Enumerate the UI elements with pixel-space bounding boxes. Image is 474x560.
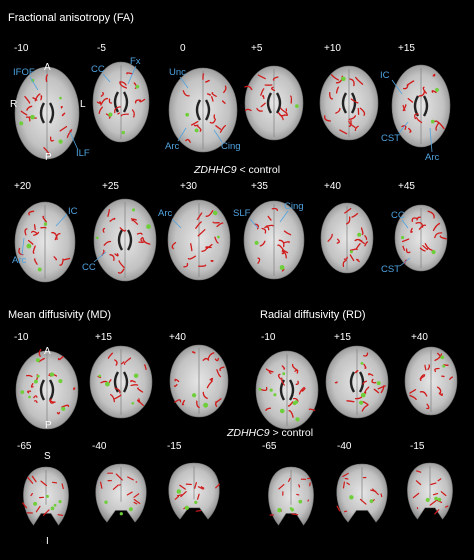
slice-label: -10: [14, 43, 29, 54]
coronal-brain-slice: [407, 462, 453, 520]
unc-label: Unc: [169, 67, 186, 78]
slice-label: +40: [169, 332, 186, 343]
slice-label: -5: [97, 43, 106, 54]
ic-label-20: IC: [68, 206, 78, 217]
slice-label: +30: [180, 181, 197, 192]
axial-brain-slice: [167, 199, 231, 281]
fa-section-title: Fractional anisotropy (FA): [8, 12, 134, 24]
contrast-greater-label: ZDHHC9 > control: [226, 427, 313, 439]
axial-brain-slice: [14, 66, 80, 160]
slice-label: +40: [324, 181, 341, 192]
slice-label: +35: [251, 181, 268, 192]
slice-label: -65: [17, 441, 32, 452]
slice-label: -10: [14, 332, 29, 343]
slice-label: +25: [102, 181, 119, 192]
anterior-label-md: A: [44, 346, 51, 357]
slf-label: SLF: [233, 208, 251, 219]
rd-section-title: Radial diffusivity (RD): [260, 309, 366, 321]
cing-label: Cing: [221, 141, 241, 152]
rd-slice-labels: -10 +15 +40: [261, 332, 428, 343]
coronal-brain-slice: [95, 463, 147, 523]
slice-label: -40: [92, 441, 107, 452]
arc-label-20: Arc: [12, 255, 27, 266]
slice-label: -40: [337, 441, 352, 452]
cc-label: CC: [91, 64, 105, 75]
md-slice-labels: -10 +15 +40: [14, 332, 186, 343]
orientation-labels: A P R L A P S I: [10, 62, 86, 547]
ifof-label: IFOF: [13, 67, 35, 78]
slice-label: -10: [261, 332, 276, 343]
axial-brain-slice: [92, 61, 150, 143]
md-section-title: Mean diffusivity (MD): [8, 309, 111, 321]
axial-brain-slice: [325, 345, 389, 419]
inferior-label: I: [46, 536, 49, 547]
axial-brain-slice: [255, 350, 319, 430]
slice-label: +45: [398, 181, 415, 192]
axial-brain-slice: [15, 348, 79, 430]
axial-brain-slice: [319, 65, 379, 141]
cc-label-25: CC: [82, 262, 96, 273]
cc-label-45: CC: [391, 210, 405, 221]
fx-label: Fx: [130, 56, 141, 67]
axial-brain-slice: [14, 201, 76, 283]
axial-brain-slice: [391, 64, 451, 148]
posterior-label-md: P: [45, 420, 52, 431]
fa-row1-slice-labels: -10 -5 0 +5 +10 +15: [14, 43, 415, 54]
left-label: L: [80, 99, 86, 110]
slice-label: -65: [262, 441, 277, 452]
tract-labels: IFOF ILF CC Fx Unc Arc Cing IC CST Arc I…: [12, 56, 440, 275]
arc-label-30: Arc: [158, 208, 173, 219]
ilf-label: ILF: [76, 148, 90, 159]
axial-brain-slice: [244, 65, 304, 141]
slice-label: +15: [95, 332, 112, 343]
arc-label: Arc: [165, 141, 180, 152]
contrast-less-label: ZDHHC9 < control: [193, 164, 280, 176]
axial-brain-slice: [169, 344, 229, 418]
axial-brain-slice: [320, 202, 374, 274]
axial-brain-slice: [394, 204, 448, 272]
slice-label: -15: [410, 441, 425, 452]
slice-label: +40: [411, 332, 428, 343]
slice-label: +20: [14, 181, 31, 192]
right-label: R: [10, 99, 17, 110]
arc-label-15: Arc: [425, 152, 440, 163]
coronal-brain-slice: [268, 466, 314, 526]
cing-label-35: Cing: [284, 201, 304, 212]
axial-brain-slice: [89, 345, 153, 419]
label-leader-lines: [21, 65, 433, 267]
cst-label-45: CST: [381, 264, 400, 275]
superior-label: S: [44, 451, 51, 462]
coronal-brain-slice: [168, 462, 220, 520]
ic-label: IC: [380, 70, 390, 81]
axial-brain-slice: [168, 67, 238, 153]
slice-label: +5: [251, 43, 263, 54]
coronal-slice-labels: -65 -40 -15 -65 -40 -15: [17, 441, 425, 452]
slice-label: +15: [334, 332, 351, 343]
slice-label: 0: [180, 43, 186, 54]
cst-label: CST: [381, 133, 400, 144]
slice-label: +15: [398, 43, 415, 54]
axial-brain-slice: [93, 198, 157, 282]
brain-slices: [14, 61, 458, 526]
coronal-brain-slice: [336, 463, 388, 523]
fa-row2-slice-labels: +20 +25 +30 +35 +40 +45: [14, 181, 415, 192]
anterior-label: A: [44, 62, 51, 73]
posterior-label: P: [45, 152, 52, 163]
slice-label: -15: [167, 441, 182, 452]
coronal-brain-slice: [22, 466, 69, 526]
axial-brain-slice: [404, 346, 458, 416]
slice-label: +10: [324, 43, 341, 54]
axial-brain-slice: [243, 200, 305, 280]
